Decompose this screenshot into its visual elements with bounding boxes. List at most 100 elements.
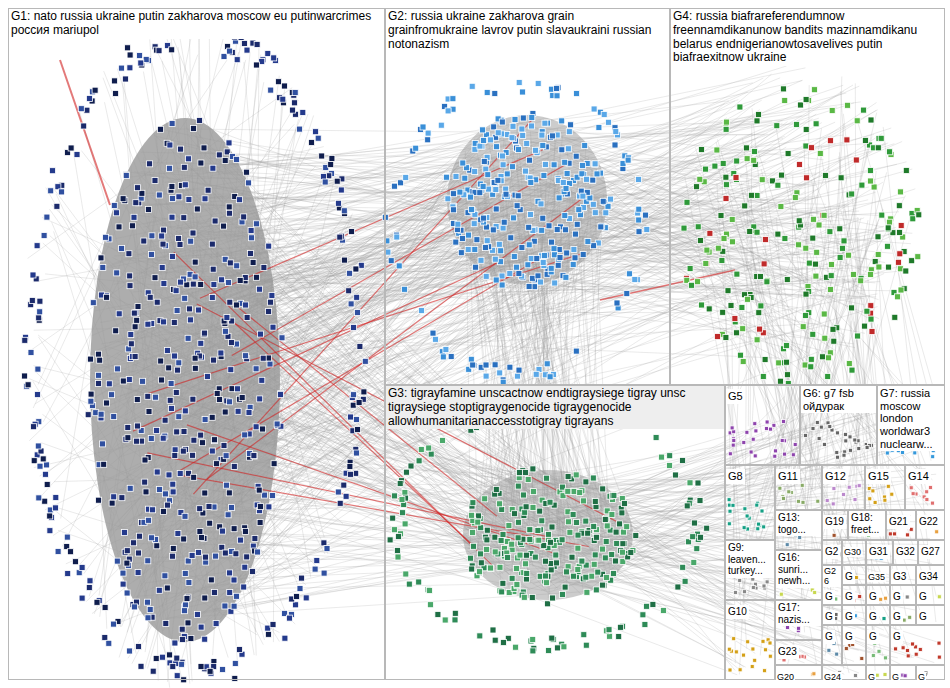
edge-line: [232, 161, 571, 355]
vertex: [499, 119, 505, 125]
vertex: [504, 171, 510, 177]
vertex: [338, 187, 344, 193]
vertex: [182, 295, 188, 301]
vertex: [232, 660, 238, 666]
vertex: [554, 227, 560, 233]
edge-line: [98, 475, 546, 577]
vertex: [266, 243, 272, 249]
vertex: [133, 200, 139, 206]
edge-line: [518, 205, 808, 353]
vertex: [237, 277, 243, 283]
vertex: [116, 224, 122, 230]
vertex: [244, 47, 250, 53]
vertex: [314, 558, 320, 564]
vertex: [172, 353, 178, 359]
vertex: [211, 282, 217, 288]
vertex: [31, 458, 37, 464]
edge-line: [501, 486, 932, 564]
edge-line: [173, 509, 602, 611]
vertex: [355, 310, 361, 316]
vertex: [342, 257, 348, 263]
edge-line: [589, 406, 858, 589]
edge-line: [116, 438, 306, 585]
vertex: [116, 311, 122, 317]
vertex: [324, 546, 330, 552]
edge-line: [121, 193, 532, 472]
vertex: [145, 321, 151, 327]
vertex: [348, 471, 354, 477]
vertex: [205, 373, 211, 379]
edge-lines: [27, 20, 939, 688]
vertex: [44, 481, 50, 487]
vertex: [246, 409, 252, 415]
vertex: [42, 471, 48, 477]
vertex: [350, 402, 356, 408]
vertex: [244, 554, 250, 560]
vertex: [167, 397, 173, 403]
edge-line: [484, 198, 520, 566]
vertex: [141, 238, 147, 244]
vertex: [566, 129, 572, 135]
edge-line: [60, 60, 110, 205]
vertex: [231, 577, 237, 583]
vertex: [115, 366, 121, 372]
vertex: [183, 602, 189, 608]
vertex: [227, 570, 233, 576]
vertex: [125, 45, 131, 51]
edge-line: [509, 275, 559, 587]
vertex: [96, 497, 102, 503]
vertex: [195, 550, 201, 556]
vertex: [241, 214, 247, 220]
edge-line: [261, 252, 587, 261]
vertex: [170, 664, 176, 670]
vertex: [138, 663, 144, 669]
vertex: [35, 392, 41, 398]
edge-line: [717, 139, 851, 591]
vertex: [28, 349, 34, 355]
edge-line: [527, 529, 756, 577]
edge-line: [583, 128, 706, 199]
edge-line: [505, 202, 806, 282]
vertex: [111, 414, 117, 420]
edge-line: [145, 103, 781, 426]
vertex: [260, 355, 266, 361]
edge-line: [141, 152, 766, 162]
vertex: [253, 424, 259, 430]
edge-line: [481, 552, 874, 654]
vertex: [99, 441, 105, 447]
vertex: [157, 487, 163, 493]
edge-line: [141, 194, 514, 558]
vertex: [243, 169, 249, 175]
edge-line: [34, 327, 212, 331]
vertex: [210, 266, 216, 272]
edge-line: [213, 221, 585, 527]
vertex: [184, 282, 190, 288]
vertex: [292, 100, 298, 106]
vertex: [190, 281, 196, 287]
vertex: [187, 306, 193, 312]
vertex: [122, 530, 128, 536]
vertex: [354, 294, 360, 300]
vertex: [222, 409, 228, 415]
vertex: [201, 145, 207, 151]
vertex: [47, 513, 53, 519]
vertex: [181, 429, 187, 435]
edge-line: [253, 145, 548, 285]
vertex: [293, 602, 299, 608]
vertex: [500, 162, 506, 168]
vertex: [127, 273, 133, 279]
vertex: [154, 428, 160, 434]
vertex: [150, 507, 156, 513]
vertex: [562, 213, 568, 219]
edge-line: [595, 499, 735, 670]
vertex: [113, 328, 119, 334]
vertex: [170, 489, 176, 495]
vertex: [353, 266, 359, 272]
vertex: [139, 190, 145, 196]
vertex: [321, 570, 327, 576]
vertex: [178, 661, 184, 667]
vertex: [74, 152, 80, 158]
edge-line: [220, 162, 477, 165]
vertex: [564, 250, 570, 256]
vertex: [256, 286, 262, 292]
